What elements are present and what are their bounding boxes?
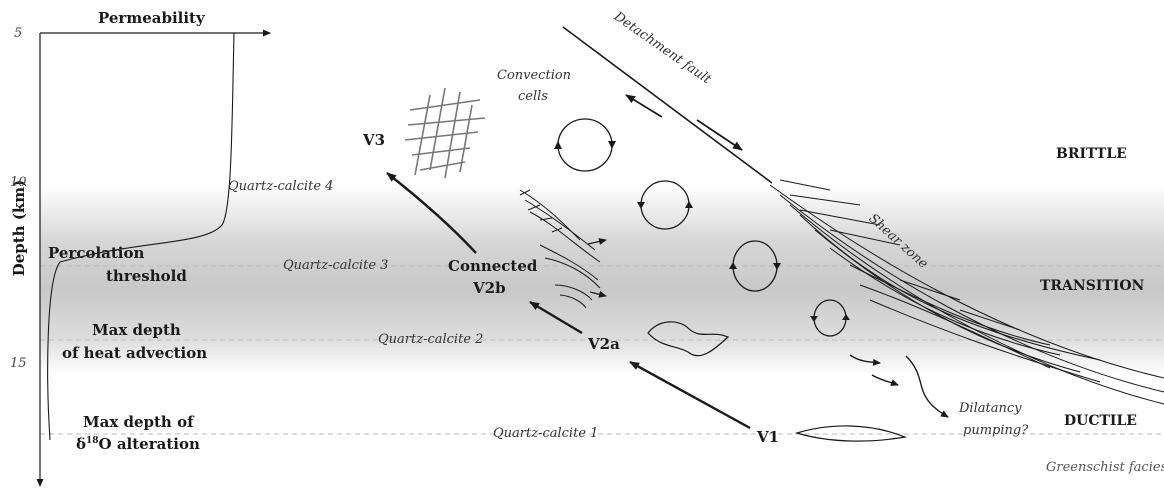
regime-transition: TRANSITION <box>1040 279 1144 294</box>
max-depth-o18-line2: δ18O alteration <box>76 436 200 453</box>
regime-ductile: DUCTILE <box>1064 414 1137 429</box>
percolation-label: Percolation <box>48 245 144 262</box>
v3-label: V3 <box>363 132 385 149</box>
quartz-calcite-3-label: Quartz-calcite 3 <box>283 259 388 273</box>
alteration-text: O alteration <box>99 435 200 453</box>
permeability-axis-label: Permeability <box>98 10 205 27</box>
regime-brittle: BRITTLE <box>1056 147 1127 162</box>
v1-label: V1 <box>757 429 779 446</box>
v2b-label: V2b <box>473 280 506 297</box>
depth-tick-10: 10 <box>10 176 27 190</box>
delta-symbol: δ <box>76 435 86 453</box>
quartz-calcite-4-label: Quartz-calcite 4 <box>228 180 333 194</box>
fracture-mesh <box>405 88 485 178</box>
depth-tick-15: 15 <box>10 357 27 371</box>
convection-label-line2: cells <box>518 90 548 104</box>
convection-label-line1: Convection <box>497 69 571 83</box>
depth-axis-label: Depth (km) <box>10 180 28 277</box>
quartz-calcite-2-label: Quartz-calcite 2 <box>378 333 483 347</box>
dilatancy-label-line2: pumping? <box>963 424 1028 438</box>
threshold-label: threshold <box>106 268 187 285</box>
fault-arrow-up <box>626 95 662 117</box>
max-depth-o18-line1: Max depth of <box>83 414 194 431</box>
quartz-calcite-1-label: Quartz-calcite 1 <box>493 427 598 441</box>
v2a-label: V2a <box>588 336 620 353</box>
max-depth-heat-line2: of heat advection <box>62 345 207 362</box>
depth-tick-5: 5 <box>14 27 22 41</box>
isotope-superscript: 18 <box>86 436 99 446</box>
max-depth-heat-line1: Max depth <box>92 322 181 339</box>
dilatancy-label-line1: Dilatancy <box>959 402 1021 416</box>
fault-arrow-down <box>697 120 742 150</box>
connected-label: Connected <box>448 258 537 275</box>
greenschist-facies-label: Greenschist facies <box>1046 461 1164 475</box>
